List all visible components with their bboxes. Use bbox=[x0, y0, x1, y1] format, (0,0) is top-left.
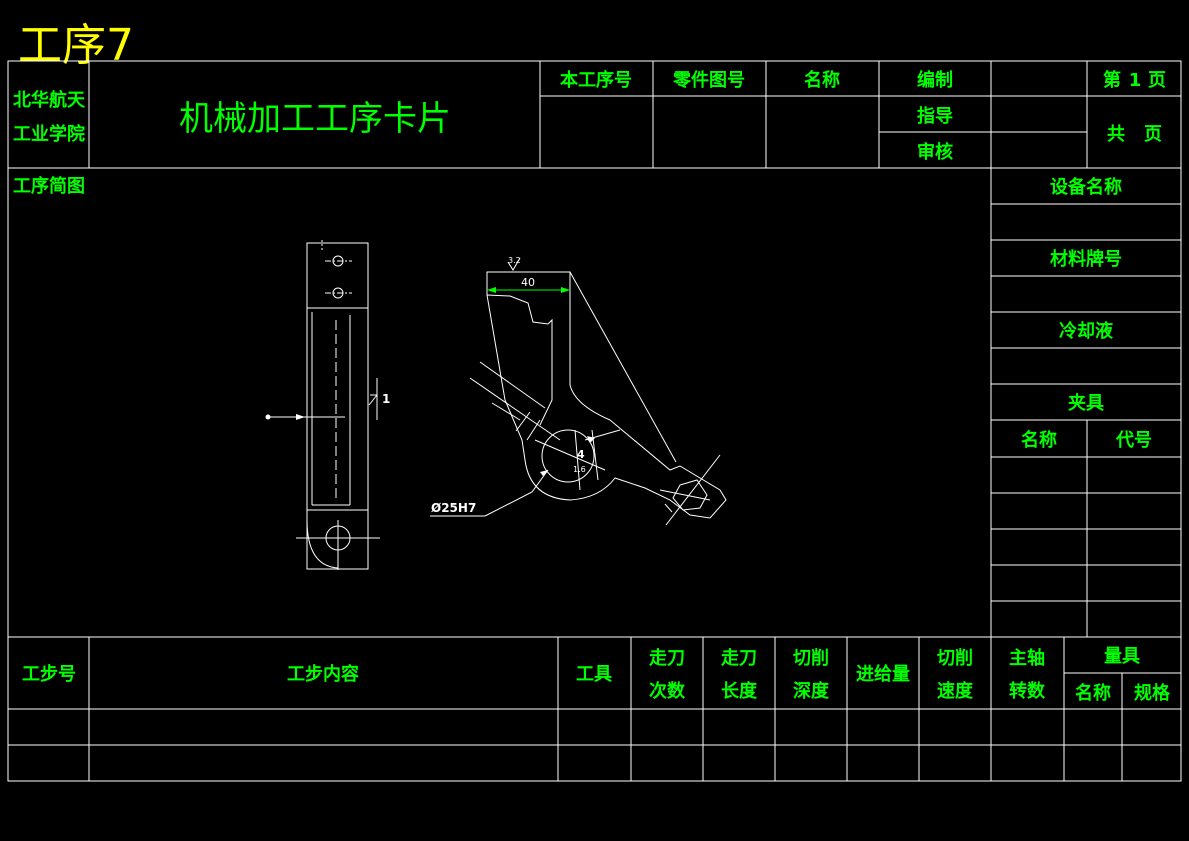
total-suffix: 页 bbox=[1144, 124, 1162, 145]
col-passes-line1: 走刀 bbox=[649, 648, 685, 669]
col-length-line2: 长度 bbox=[721, 680, 758, 702]
page-number: 1 bbox=[1129, 70, 1142, 91]
col-depth-line1: 切削 bbox=[793, 647, 829, 669]
arrow-icon bbox=[540, 470, 548, 476]
sheet-title: 工序7 bbox=[18, 20, 134, 71]
part-front-view bbox=[430, 271, 727, 526]
header-review: 审核 bbox=[917, 141, 953, 163]
header-name: 名称 bbox=[804, 69, 840, 91]
col-step-content: 工步内容 bbox=[287, 663, 359, 685]
col-feed: 进给量 bbox=[856, 663, 910, 685]
school-name-line2: 工业学院 bbox=[13, 123, 85, 145]
fixture-code-label: 代号 bbox=[1115, 430, 1152, 451]
coolant-label: 冷却液 bbox=[1059, 320, 1114, 342]
width-dimension: 40 bbox=[487, 276, 570, 293]
school-name-line1: 北华航天 bbox=[13, 89, 86, 111]
part-side-view bbox=[270, 240, 380, 570]
col-spindle-line2: 转数 bbox=[1009, 680, 1046, 702]
frame-lines bbox=[7, 60, 1182, 782]
page-suffix: 页 bbox=[1148, 70, 1166, 91]
col-length-line1: 走刀 bbox=[721, 648, 757, 669]
arrow-icon bbox=[296, 414, 305, 420]
fixture-name-label: 名称 bbox=[1021, 429, 1057, 451]
col-spindle-line1: 主轴 bbox=[1009, 647, 1045, 669]
equipment-name-label: 设备名称 bbox=[1050, 176, 1122, 198]
sketch-label: 工序简图 bbox=[13, 175, 85, 197]
material-grade-label: 材料牌号 bbox=[1050, 248, 1122, 270]
dim-small-a: 4 bbox=[577, 448, 585, 461]
header-compiled: 编制 bbox=[917, 69, 953, 91]
col-speed-line1: 切削 bbox=[937, 647, 973, 669]
header-guidance: 指导 bbox=[917, 105, 953, 127]
card-title: 机械加工工序卡片 bbox=[179, 99, 451, 139]
locating-point-icon bbox=[265, 414, 271, 420]
dim-width: 40 bbox=[521, 276, 535, 289]
col-gauge-spec: 规格 bbox=[1134, 682, 1171, 704]
col-gauge: 量具 bbox=[1104, 645, 1140, 667]
total-label: 共 bbox=[1107, 124, 1125, 145]
page-prefix: 第 bbox=[1103, 69, 1121, 91]
roughness-symbol: 3.2 bbox=[507, 256, 521, 271]
col-passes-line2: 次数 bbox=[649, 680, 686, 702]
arrow-icon bbox=[587, 436, 595, 443]
col-tool: 工具 bbox=[576, 664, 612, 685]
dim-bore: Ø25H7 bbox=[431, 501, 476, 515]
col-gauge-name: 名称 bbox=[1075, 682, 1111, 704]
col-depth-line2: 深度 bbox=[793, 680, 830, 702]
fixture-label: 夹具 bbox=[1068, 392, 1104, 414]
dim-small-b: 1.6 bbox=[573, 465, 586, 474]
header-process-no: 本工序号 bbox=[560, 69, 632, 91]
roughness-value: 3.2 bbox=[508, 256, 521, 265]
col-step-no: 工步号 bbox=[22, 663, 76, 685]
section-mark: 1 bbox=[382, 392, 390, 406]
col-speed-line2: 速度 bbox=[937, 680, 974, 702]
header-part-drawing-no: 零件图号 bbox=[672, 69, 745, 91]
